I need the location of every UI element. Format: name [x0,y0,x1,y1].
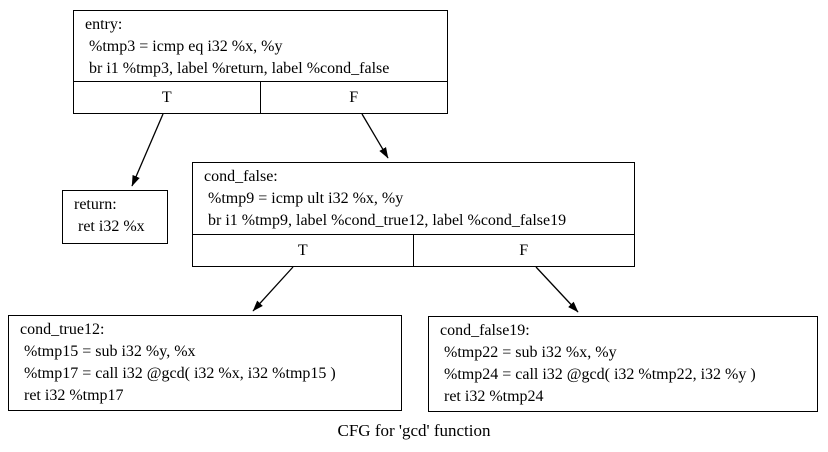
instruction: br i1 %tmp3, label %return, label %cond_… [85,60,390,77]
node-return-body: return: ret i32 %x [63,191,167,243]
node-entry-body: entry: %tmp3 = icmp eq i32 %x, %y br i1 … [74,11,447,81]
instruction: %tmp9 = icmp ult i32 %x, %y [204,190,404,207]
node-return: return: ret i32 %x [62,190,168,244]
instruction: br i1 %tmp9, label %cond_true12, label %… [204,212,567,229]
entry-true-port: T [74,82,261,113]
instruction: ret i32 %tmp17 [20,387,124,404]
entry-false-port: F [261,82,448,113]
instruction: %tmp22 = sub i32 %x, %y [440,344,617,361]
instruction: %tmp24 = call i32 @gcd( i32 %tmp22, i32 … [440,366,756,383]
node-entry: entry: %tmp3 = icmp eq i32 %x, %y br i1 … [73,10,448,114]
instruction: %tmp15 = sub i32 %y, %x [20,343,196,360]
node-cond_false19: cond_false19: %tmp22 = sub i32 %x, %y %t… [428,316,818,412]
node-cond_true12-body: cond_true12: %tmp15 = sub i32 %y, %x %tm… [9,316,401,410]
node-cond_false-body: cond_false: %tmp9 = icmp ult i32 %x, %y … [193,163,634,234]
block-label: cond_false19: [440,322,530,339]
instruction: %tmp3 = icmp eq i32 %x, %y [85,38,283,55]
true-port-label: T [161,88,172,106]
block-label: cond_false: [204,168,278,185]
edge-cond_false-true-cond_true12 [252,266,294,312]
false-port-label: F [349,88,359,106]
cond_false-false-port: F [414,235,635,266]
true-port-label: T [297,241,308,259]
edge-entry-false-cond_false [361,113,389,159]
false-port-label: F [519,241,529,259]
instruction: ret i32 %x [74,218,145,235]
cond_false-true-port: T [193,235,414,266]
block-label: entry: [85,16,123,33]
block-label: return: [74,196,117,213]
node-cond_false19-body: cond_false19: %tmp22 = sub i32 %x, %y %t… [429,317,817,411]
node-cond_true12: cond_true12: %tmp15 = sub i32 %y, %x %tm… [8,315,402,411]
instruction: ret i32 %tmp24 [440,388,544,405]
graph-caption: CFG for 'gcd' function [337,421,491,440]
edge-entry-true-return [131,113,164,187]
node-entry-ports: T F [74,81,447,113]
node-cond_false-ports: T F [193,234,634,266]
block-label: cond_true12: [20,321,105,338]
node-cond_false: cond_false: %tmp9 = icmp ult i32 %x, %y … [192,162,635,267]
edge-cond_false-false-cond_false19 [535,266,579,313]
instruction: %tmp17 = call i32 @gcd( i32 %x, i32 %tmp… [20,365,336,382]
